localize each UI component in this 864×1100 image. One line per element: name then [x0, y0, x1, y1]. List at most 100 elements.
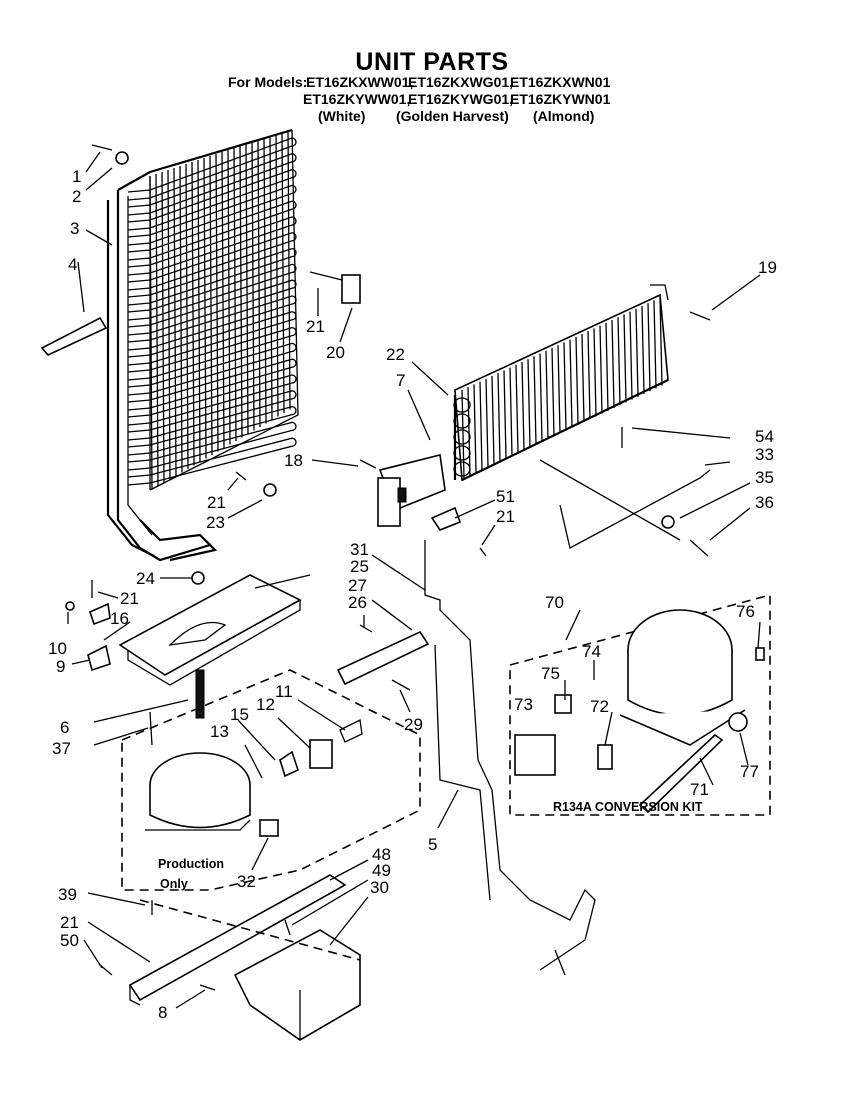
callout-76: 76 [736, 602, 755, 621]
condenser-tube-bend [127, 390, 297, 441]
color-golden-harvest: (Golden Harvest) [396, 108, 509, 124]
model-number: ET16ZKYWN01 [510, 91, 611, 107]
callout-70: 70 [545, 593, 564, 612]
evaporator-fin [581, 333, 585, 423]
condenser-tube-bend [127, 405, 297, 456]
evaporator-fin [551, 347, 555, 437]
callout-73: 73 [514, 695, 533, 714]
evaporator-fin [617, 317, 621, 406]
condenser-wire [191, 161, 195, 466]
callout-71: 71 [690, 780, 709, 799]
evaporator-fin [503, 370, 507, 459]
callout-18: 18 [284, 451, 303, 470]
condenser-tube-bend [127, 358, 297, 411]
callout-2: 2 [72, 187, 81, 206]
callout-12: 12 [256, 695, 275, 714]
evaporator-fin [515, 364, 519, 453]
callout-77: 77 [740, 762, 759, 781]
condenser-wire [245, 143, 249, 435]
callout-leaders [67, 151, 761, 1009]
callout-13: 13 [210, 722, 229, 741]
callout-15: 15 [230, 705, 249, 724]
callout-39: 39 [58, 885, 77, 904]
condenser-wire [185, 163, 189, 470]
callout-26: 26 [348, 593, 367, 612]
condenser-wire [275, 133, 279, 417]
callout-19: 19 [758, 258, 777, 277]
callout-25: 25 [350, 557, 369, 576]
evaporator-fin [485, 378, 489, 467]
condenser-wire [239, 145, 243, 438]
callout-20: 20 [326, 343, 345, 362]
condenser-tube-bend [127, 168, 297, 231]
evaporator-fin [545, 350, 549, 439]
callout-21: 21 [306, 317, 325, 336]
evaporator-fin [497, 373, 501, 462]
callout-37: 37 [52, 739, 71, 758]
condenser-tube-bend [127, 374, 297, 426]
evaporator-fin [473, 384, 477, 473]
evaporator-fin [521, 361, 525, 451]
evaporator-fin [569, 339, 573, 428]
condenser-wire [281, 131, 285, 414]
callout-21: 21 [207, 493, 226, 512]
production-compressor-box [121, 669, 421, 891]
callout-16: 16 [110, 609, 129, 628]
callout-31: 31 [350, 540, 369, 559]
condenser-tube-bend [127, 216, 297, 276]
callout-labels: 1 2 3 4 5 6 7 8 9 10 11 12 13 15 16 18 1… [48, 167, 777, 1022]
page-title: UNIT PARTS [355, 48, 509, 76]
callout-24: 24 [136, 569, 155, 588]
callout-36: 36 [755, 493, 774, 512]
evaporator-fin [599, 325, 603, 414]
callout-32: 32 [237, 872, 256, 891]
callout-33: 33 [755, 445, 774, 464]
condenser-wire [227, 149, 231, 445]
evaporator-fin [593, 328, 597, 417]
condenser-wire [215, 153, 219, 452]
evaporator-fin [641, 305, 645, 395]
callout-29: 29 [404, 715, 423, 734]
evaporator-fin [479, 381, 483, 470]
condenser-wire [287, 129, 291, 410]
condenser-wire [269, 135, 273, 421]
evaporator-fin [461, 389, 465, 479]
callout-8: 8 [158, 1003, 167, 1022]
callout-27: 27 [348, 576, 367, 595]
condenser-tube-bend [127, 421, 297, 471]
model-number: ET16ZKYWW01, [303, 91, 411, 107]
callout-35: 35 [755, 468, 774, 487]
callout-22: 22 [386, 345, 405, 364]
callout-7: 7 [396, 371, 405, 390]
evaporator-fin [575, 336, 579, 425]
evaporator-fin [611, 319, 615, 409]
condenser-tube-bend [127, 247, 297, 306]
callout-21: 21 [496, 507, 515, 526]
evaporator-fin [527, 359, 531, 448]
model-number: ET16ZKXWN01 [510, 74, 611, 90]
conversion-kit-box [509, 593, 771, 816]
callout-48: 48 [372, 845, 391, 864]
callout-49: 49 [372, 861, 391, 880]
condenser-wire [251, 141, 255, 431]
callout-51: 51 [496, 487, 515, 506]
evaporator-fin [491, 375, 495, 465]
condenser-wire [221, 151, 225, 449]
callout-11: 11 [275, 682, 293, 701]
evaporator-fin [587, 331, 591, 420]
callout-5: 5 [428, 835, 437, 854]
condenser-wire [161, 171, 165, 484]
evaporator-fin [605, 322, 609, 411]
evaporator-fin [557, 345, 561, 434]
evaporator-fin [563, 342, 567, 431]
evaporator-coil [377, 284, 681, 541]
drier-and-tubing [336, 540, 596, 976]
color-almond: (Almond) [533, 108, 595, 124]
callout-54: 54 [755, 427, 774, 446]
condenser-tube-bend [127, 279, 297, 336]
evaporator-fin [659, 297, 663, 386]
callout-21: 21 [120, 589, 139, 608]
drain-pan [118, 574, 302, 686]
